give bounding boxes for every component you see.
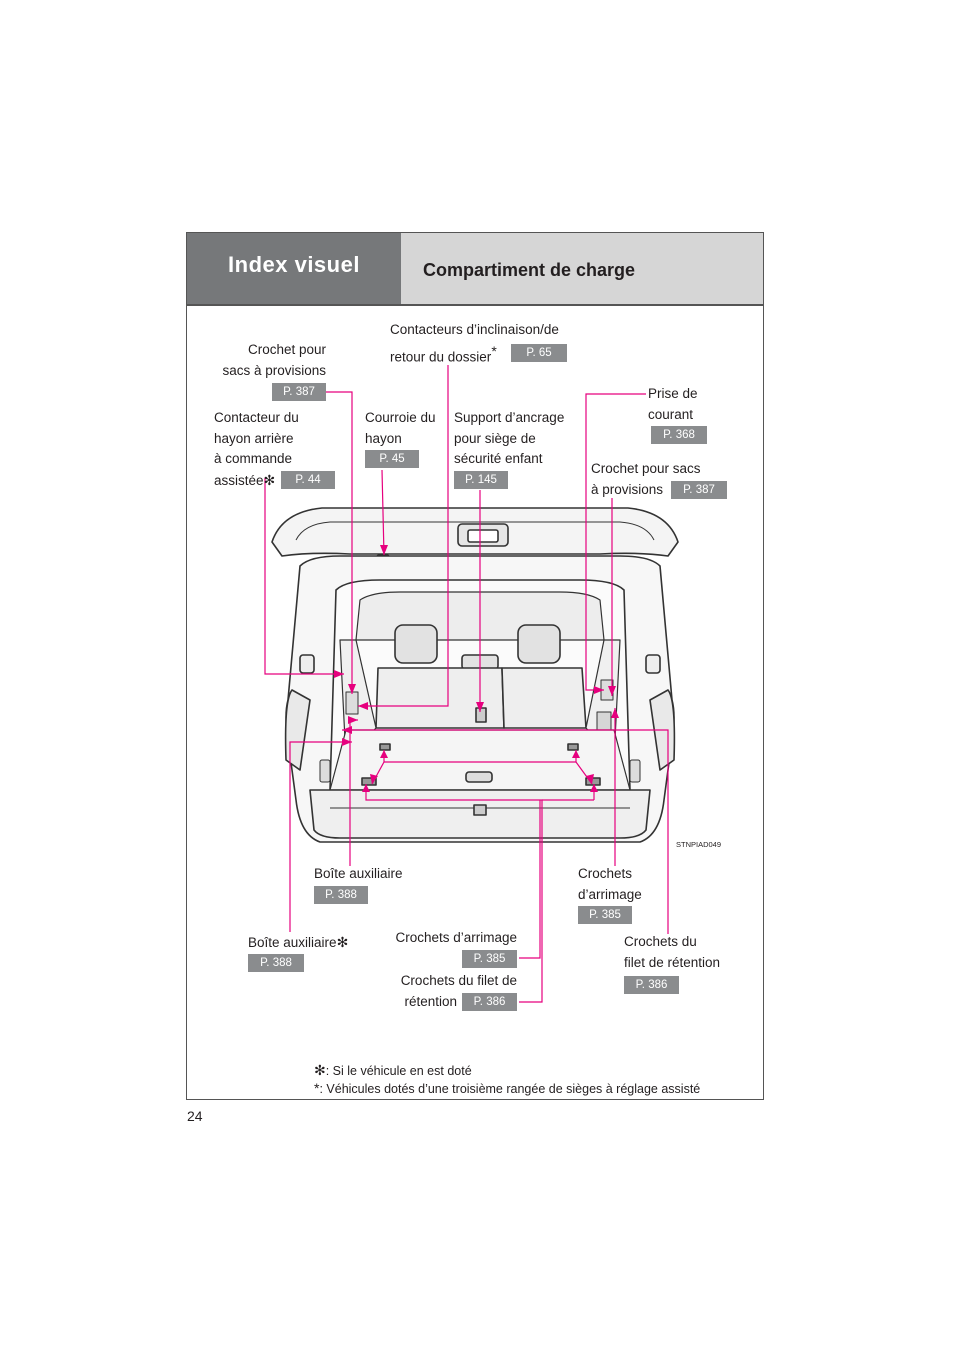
leader-lines xyxy=(264,365,669,1003)
page-ref-badge[interactable]: P. 387 xyxy=(272,383,326,401)
image-code: STNPIAD049 xyxy=(676,840,722,849)
page-frame xyxy=(186,232,764,1100)
page-ref-badge[interactable]: P. 388 xyxy=(314,886,368,904)
label-boite-auxiliaire-option: Boîte auxiliaire✻ xyxy=(248,934,349,950)
label-boite-auxiliaire: Boîte auxiliaire xyxy=(314,866,403,881)
page-ref-badge[interactable]: P. 145 xyxy=(454,471,508,489)
section-title: Compartiment de charge xyxy=(423,260,636,280)
label-prise-courant: Prise de courant xyxy=(648,386,698,422)
header-divider xyxy=(187,304,763,306)
header-index-block xyxy=(187,233,401,305)
page-ref-badge[interactable]: P. 368 xyxy=(651,426,707,444)
page-ref-badge[interactable]: P. 387 xyxy=(671,481,727,499)
label-support-ancrage: Support d’ancrage pour siège de sécurité… xyxy=(454,410,565,466)
label-contacteurs-dossier: Contacteurs d’inclinaison/de retour du d… xyxy=(390,322,559,364)
leader-arrowheads xyxy=(334,545,619,792)
page-ref-badge[interactable]: P. 385 xyxy=(462,950,517,968)
option-mark: ✻ xyxy=(336,934,349,950)
label-contacteur-hayon: Contacteur du hayon arrière à commande a… xyxy=(214,410,299,488)
vehicle-drawing xyxy=(271,507,679,843)
label-crochets-arrimage-right: Crochets d’arrimage xyxy=(578,866,642,902)
option-mark: ✻ xyxy=(263,471,276,488)
label-crochets-arrimage-center: Crochets d’arrimage xyxy=(395,930,517,945)
footnote-option: ✻: Si le véhicule en est doté xyxy=(314,1062,472,1078)
page-ref-badge[interactable]: P. 45 xyxy=(365,450,419,468)
page-ref-badge[interactable]: P. 386 xyxy=(462,993,517,1011)
label-crochet-sacs-right: Crochet pour sacs à provisions xyxy=(591,461,701,497)
page-ref-badge[interactable]: P. 44 xyxy=(281,471,335,489)
third-row-mark: * xyxy=(491,342,497,359)
label-crochet-sacs-left: Crochet pour sacs à provisions xyxy=(222,342,326,378)
header-section-block xyxy=(401,233,763,305)
page-ref-badge[interactable]: P. 65 xyxy=(511,344,567,362)
page-ref-badge[interactable]: P. 385 xyxy=(578,906,632,924)
label-crochets-filet-center: Crochets du filet de rétention xyxy=(400,973,517,1009)
page-ref-badge[interactable]: P. 386 xyxy=(624,976,679,994)
label-crochets-filet-right: Crochets du filet de rétention xyxy=(624,934,721,970)
label-courroie-hayon: Courroie du hayon xyxy=(365,410,436,446)
footnote-third-row: *: Véhicules dotés d’une troisième rangé… xyxy=(314,1080,701,1096)
page-number: 24 xyxy=(187,1108,203,1124)
index-title: Index visuel xyxy=(228,252,360,277)
page-ref-badge[interactable]: P. 388 xyxy=(248,954,304,972)
